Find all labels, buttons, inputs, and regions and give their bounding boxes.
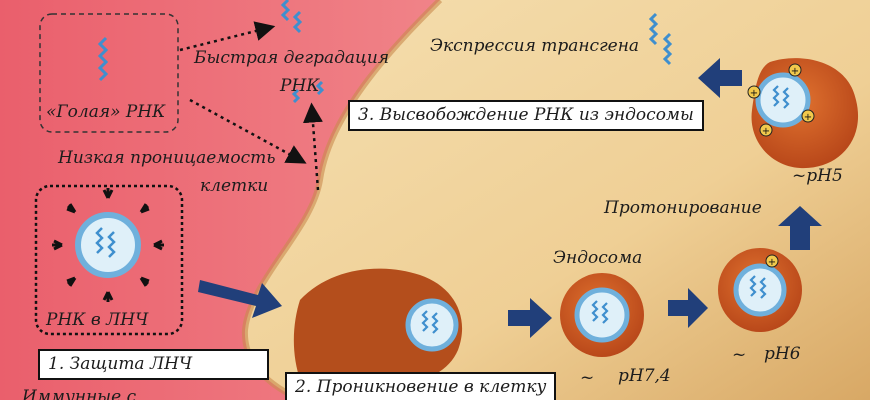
fast-degradation-label-1: Быстрая деградация <box>194 48 390 68</box>
transgene-expression-label: Экспрессия трансгена <box>430 36 640 56</box>
endocytosis-pocket <box>293 268 463 392</box>
endosome-ph5: + + + + <box>747 58 859 169</box>
lnp-in-pocket <box>405 298 459 352</box>
endosome-arrow-up <box>778 206 822 250</box>
endosome-label: Эндосома <box>553 248 643 268</box>
released-rna-strand <box>662 32 673 66</box>
svg-text:+: + <box>768 257 776 268</box>
degraded-rna-fragment <box>280 0 291 22</box>
svg-text:+: + <box>762 126 770 137</box>
endosome-ph6: + <box>718 248 802 332</box>
naked-rna-strand <box>97 36 109 82</box>
low-permeability-label-2: клетки <box>200 176 269 196</box>
ph6-tilde: ~ <box>732 345 747 365</box>
entry-arrow <box>198 280 282 318</box>
rna-in-lnp-label: РНК в ЛНЧ <box>46 310 149 330</box>
degraded-rna-fragment <box>291 88 301 104</box>
lnp-particle <box>75 212 141 278</box>
step1-box: 1. Защита ЛНЧ <box>38 349 269 380</box>
step3-box: 3. Высвобождение РНК из эндосомы <box>348 100 704 131</box>
lnp-box <box>34 184 184 336</box>
dotted-arrow-to-degradation <box>179 21 276 52</box>
low-permeability-label-1: Низкая проницаемость <box>58 148 276 168</box>
release-arrow <box>698 58 742 98</box>
immune-label-cut: Иммунные с <box>22 387 137 400</box>
fast-degradation-label-2: РНК <box>280 76 320 96</box>
naked-rna-label: «Голая» РНК <box>46 102 166 122</box>
endosome-arrow-2 <box>668 288 708 328</box>
degraded-rna-fragment <box>292 10 303 34</box>
released-rna-strand <box>648 12 659 46</box>
lnp-peg-spikes <box>52 188 164 302</box>
svg-text:+: + <box>804 112 812 123</box>
ph74-label: pH7,4 <box>618 366 671 386</box>
ph6-label: pH6 <box>764 344 801 364</box>
svg-text:+: + <box>750 88 758 99</box>
endosome-ph74 <box>560 273 644 357</box>
ph74-tilde: ~ <box>580 368 595 388</box>
endosome-arrow-1 <box>508 298 552 338</box>
step2-box: 2. Проникновение в клетку <box>285 372 557 400</box>
degraded-rna-fragment <box>315 80 325 96</box>
ph5-label: ~pH5 <box>792 166 843 186</box>
svg-text:+: + <box>791 66 799 77</box>
naked-rna-box <box>39 13 179 133</box>
protonation-label: Протонирование <box>604 198 762 218</box>
